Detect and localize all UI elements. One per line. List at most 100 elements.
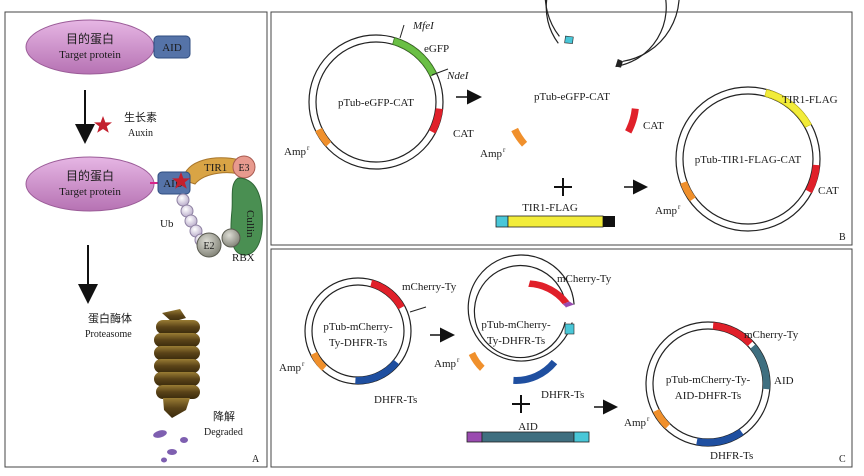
dhfr-segment-c1 (355, 359, 400, 384)
purple-end-c2 (562, 301, 575, 308)
target-protein-2 (25, 156, 155, 212)
plasmid-b3 (675, 86, 821, 232)
amp-sup-b1: r (307, 144, 310, 152)
amp-label-c1: Amp (279, 362, 302, 374)
e2-label: E2 (203, 241, 214, 252)
plasmid-c3-label-1: pTub-mCherry-Ty- (666, 374, 751, 386)
amp-segment-c1 (310, 351, 327, 371)
amp-segment-c3 (653, 409, 671, 429)
plasmid-b1-label: pTub-eGFP-CAT (338, 97, 414, 109)
black-end-b2 (615, 59, 623, 68)
panel-a-frame (4, 11, 268, 468)
plasmid-b1 (308, 24, 449, 170)
ub-label: Ub (160, 218, 174, 230)
amp-segment-b1 (315, 127, 332, 147)
cat-segment-b2 (625, 108, 639, 134)
amp-sup-b2: r (503, 146, 506, 154)
e3-label: E3 (238, 163, 249, 174)
amp-label-b1: Amp (284, 146, 307, 158)
target-en-2: Target protein (59, 186, 121, 198)
target-protein-1 (25, 19, 155, 75)
auxin-zh: 生长素 (124, 110, 157, 124)
cat-label-b1: CAT (453, 128, 474, 140)
auxin-star-icon (94, 116, 112, 133)
dhfr-segment-c3 (696, 429, 744, 447)
aid-insert-teal (481, 431, 575, 443)
ndei-label: NdeI (446, 70, 470, 82)
aid-insert-label: AID (518, 421, 538, 433)
ndei-site (431, 68, 449, 76)
aid-label-c3: AID (774, 375, 794, 387)
plasmid-c3-label-2: AID-DHFR-Ts (675, 390, 741, 402)
proteasome-en: Proteasome (85, 329, 132, 340)
tir1-segment (764, 89, 812, 128)
aid-insert-purple (466, 431, 483, 443)
panel-c: mCherry-Ty pTub-mCherry- Ty-DHFR-Ts DHFR… (270, 248, 853, 468)
amp-sup-c1: r (302, 360, 305, 368)
amp-sup-c2: r (457, 356, 460, 364)
rbx-circle (221, 228, 241, 248)
cat-segment-b3 (805, 164, 820, 194)
target-en-1: Target protein (59, 49, 121, 61)
tir1-label: TIR1 (204, 162, 227, 174)
plasmid-b3-label: pTub-TIR1-FLAG-CAT (695, 154, 802, 166)
panel-b-frame (270, 11, 853, 246)
mfei-label: MfeI (412, 20, 435, 32)
panel-c-letter: C (839, 454, 846, 465)
panel-c-frame (270, 248, 853, 468)
cat-segment-b1 (429, 108, 443, 134)
cyan-end-b2 (564, 35, 574, 44)
proteasome-zh: 蛋白酶体 (88, 311, 132, 325)
proteasome-shape (154, 309, 200, 418)
degraded-zh: 降解 (213, 409, 235, 423)
degraded-en: Degraded (204, 427, 243, 438)
tir1flag-label-b3: TIR1-FLAG (782, 94, 838, 106)
cyan-end-c2 (564, 323, 575, 335)
auxin-en: Auxin (128, 128, 153, 139)
tir1flag-insert-label: TIR1-FLAG (522, 202, 578, 214)
amp-label-b3: Amp (655, 205, 678, 217)
panel-a-letter: A (252, 454, 260, 465)
mfei-site (399, 24, 405, 39)
mcherry-label-c2: mCherry-Ty (557, 273, 612, 285)
e3-circle (232, 155, 256, 179)
amp-sup-b3: r (678, 203, 681, 211)
mcherry-label-c3: mCherry-Ty (744, 329, 799, 341)
mcherry-segment-c2 (528, 280, 570, 305)
amp-segment-b3 (680, 181, 696, 202)
tir1flag-insert-cyan (495, 215, 509, 228)
mcherry-label-c1: mCherry-Ty (402, 281, 457, 293)
cat-label-b3: CAT (818, 185, 839, 197)
tir1flag-insert-yellow (507, 215, 604, 228)
e2-circle (196, 232, 222, 258)
plasmid-b2-label: pTub-eGFP-CAT (534, 91, 610, 103)
cut-site-c1 (409, 306, 427, 313)
amp-segment-b2 (511, 127, 528, 147)
plasmid-c1-label-2: Ty-DHFR-Ts (329, 337, 387, 349)
aid-label-1: AID (162, 42, 182, 54)
mcherry-segment-c3 (712, 322, 753, 347)
mcherry-segment-c1 (370, 279, 405, 310)
amp-label-c2: Amp (434, 358, 457, 370)
plasmid-c3 (645, 321, 771, 447)
amp-label-b2: Amp (480, 148, 503, 160)
cullin-label: Cullin (244, 210, 256, 238)
dhfr-label-c2: DHFR-Ts (541, 389, 584, 401)
panel-a: 目的蛋白 Target protein AID 生长素 Auxin 目的蛋白 T… (4, 11, 268, 468)
dhfr-segment-c2 (513, 359, 558, 384)
aid-insert-cyan (573, 431, 590, 443)
aid-box-1 (153, 35, 191, 59)
rbx-label: RBX (232, 252, 255, 264)
target-zh-1: 目的蛋白 (66, 31, 114, 46)
plasmid-c1 (304, 277, 427, 385)
plasmid-c1-label-1: pTub-mCherry- (323, 321, 393, 333)
dhfr-label-c3: DHFR-Ts (710, 450, 753, 462)
amp-sup-c3: r (647, 415, 650, 423)
plasmid-c2-label-1: pTub-mCherry- (481, 319, 551, 331)
panel-b: MfeI eGFP NdeI pTub-eGFP-CAT CAT Amp r p… (270, 0, 853, 246)
plasmid-c2 (467, 254, 575, 384)
aid-segment-c3 (750, 344, 770, 390)
egfp-label: eGFP (424, 43, 449, 55)
panel-b-letter: B (839, 232, 846, 243)
cat-label-b2: CAT (643, 120, 664, 132)
